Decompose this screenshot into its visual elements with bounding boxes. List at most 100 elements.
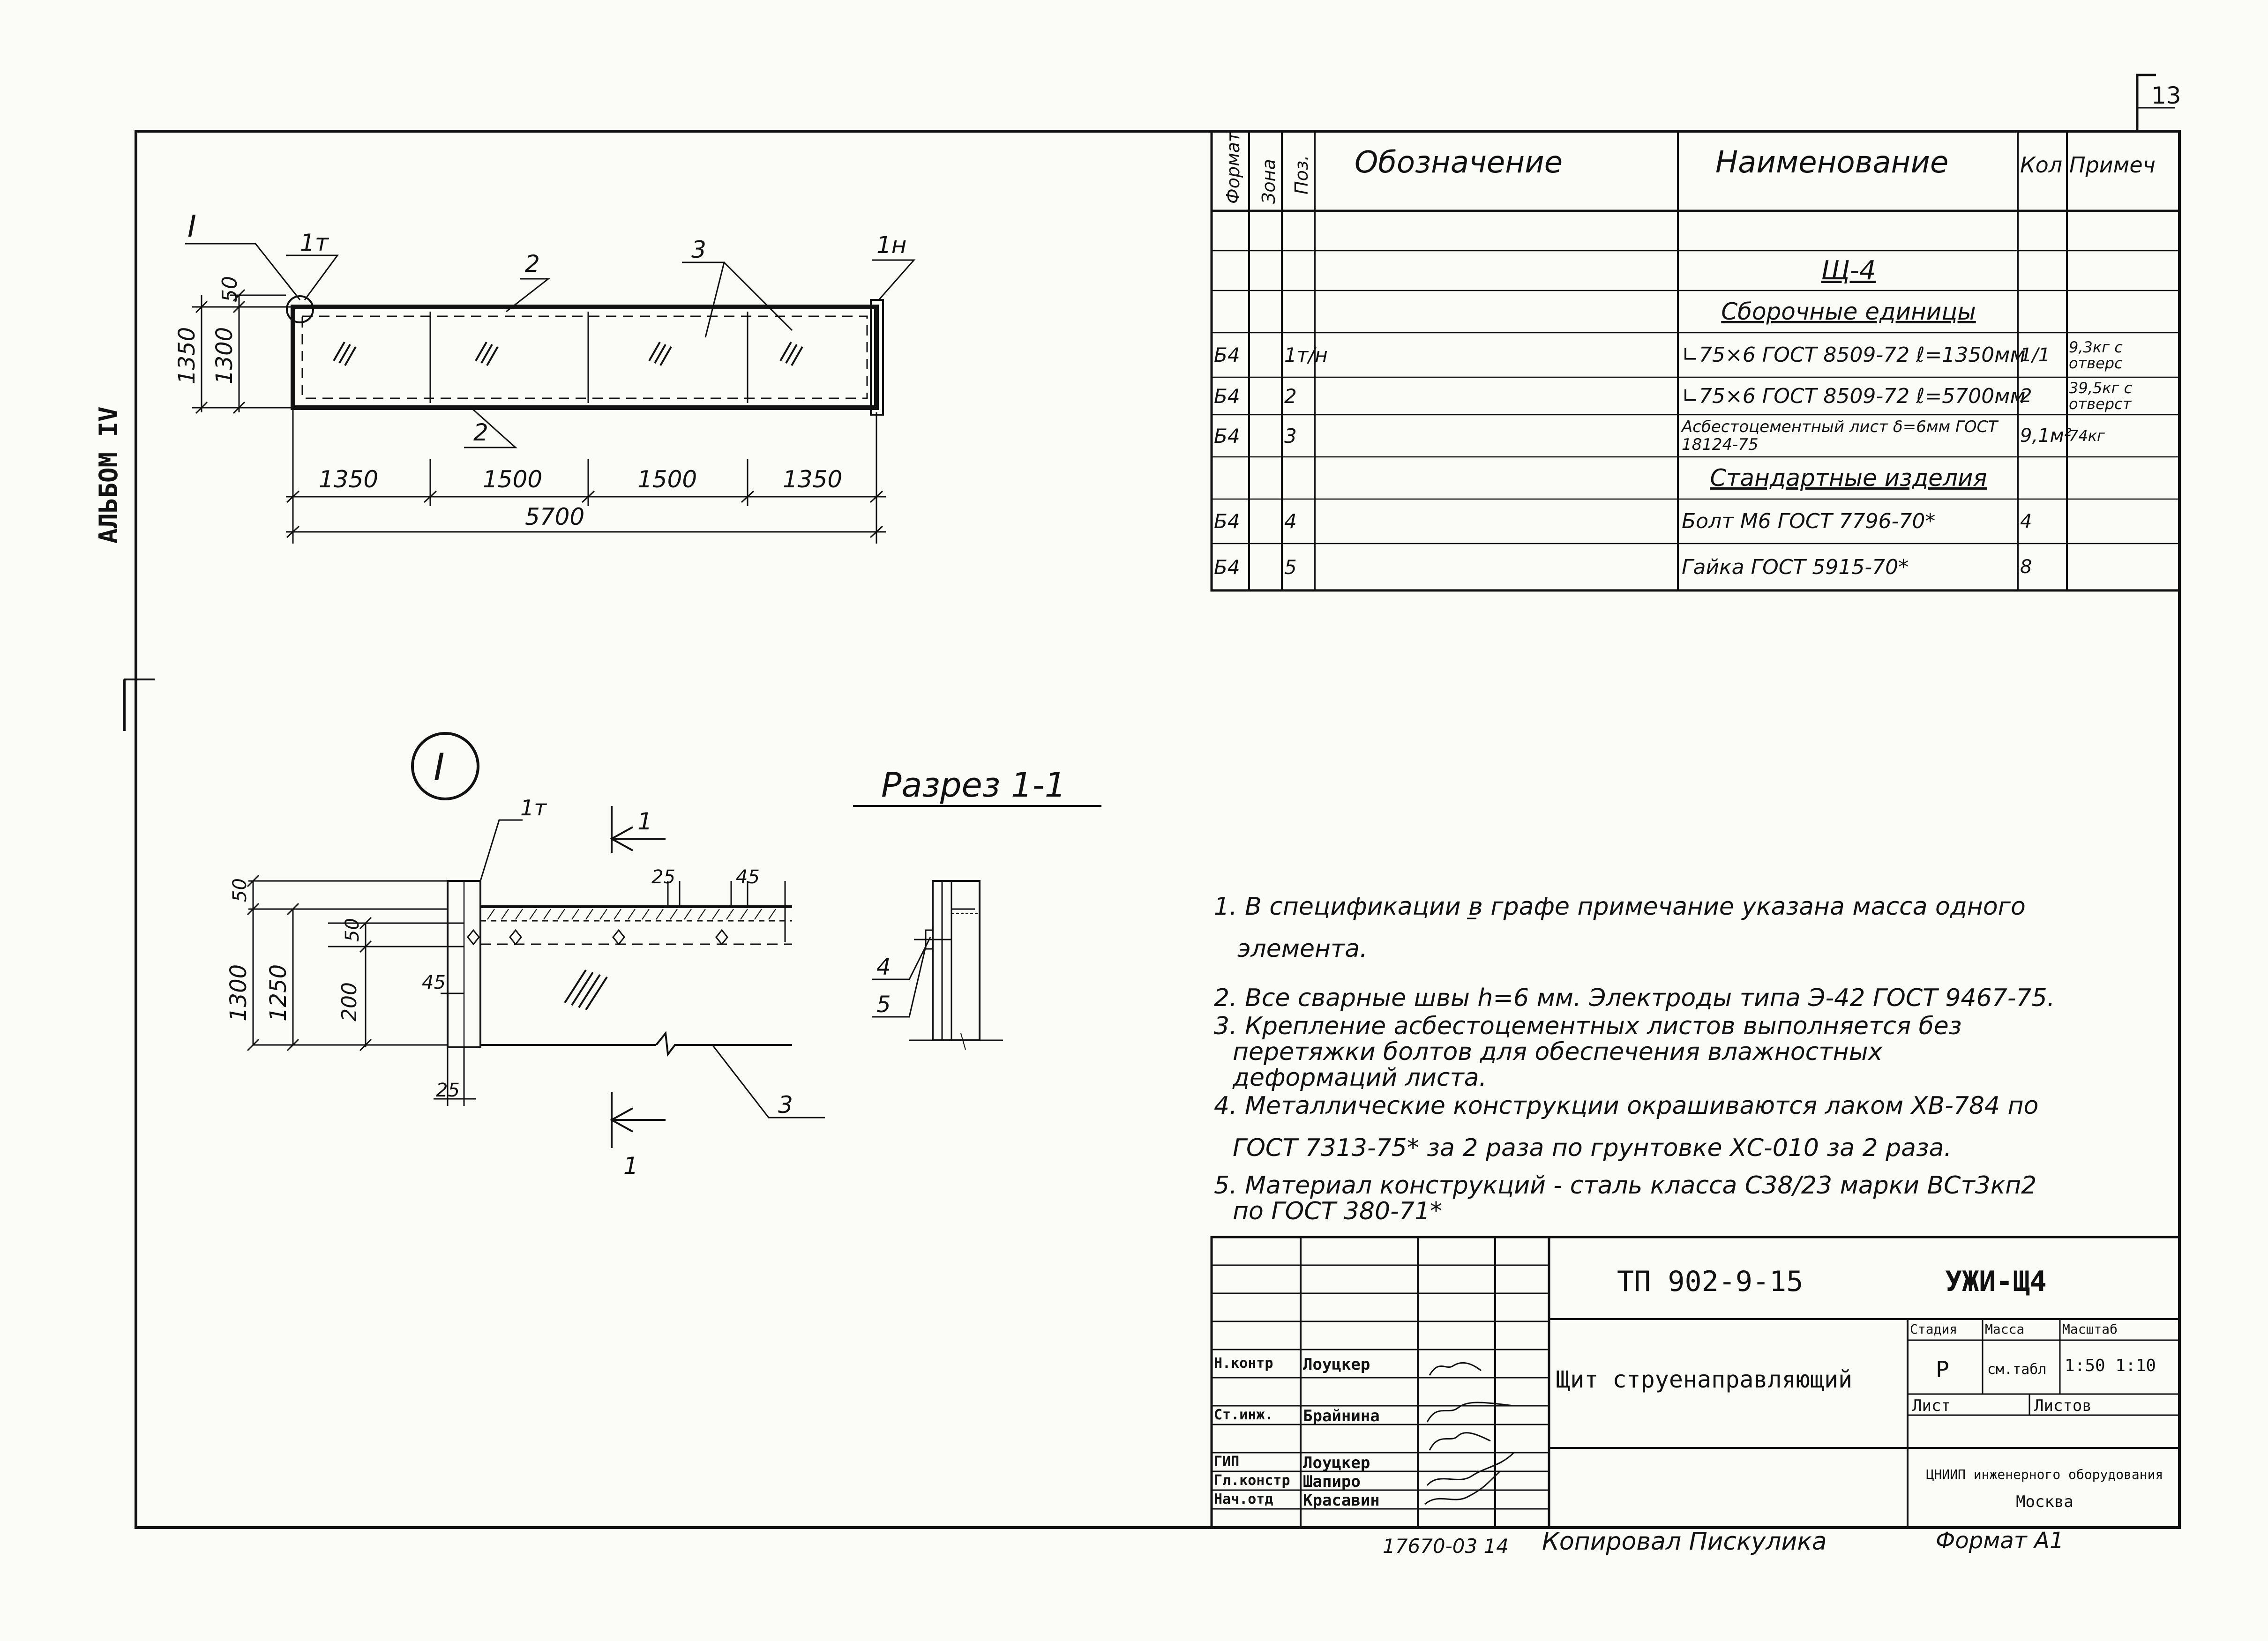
stage-value: Р [1936,1357,1949,1383]
spec-header-format: Формат [1223,131,1243,204]
cut-label-top: 1 [637,808,652,835]
spec-header-pos-cell: Поз. [1282,134,1315,209]
spec-cell-pos: 2 [1284,384,1297,408]
signature-role: Ст.инж. [1214,1407,1273,1423]
spec-cell-pos [1284,457,1313,499]
spec-cell-qty [2020,291,2065,333]
sheet-code: УЖИ-Щ4 [1945,1265,2047,1298]
plan-mark-1n: 1н [876,231,907,259]
dim-detail-45-top: 45 [736,866,760,888]
spec-cell-note [2069,291,2178,333]
spec-cell-qty: 2 [2020,385,2032,407]
signature-name: Шапиро [1303,1472,1361,1491]
signature-name: Брайнина [1303,1407,1380,1425]
spec-cell-name: ∟75×6 ГОСТ 8509-72 ℓ=5700мм [1682,384,2026,408]
spec-header-zone: Зона [1258,159,1279,204]
dim-plan-50: 50 [218,276,242,302]
spec-cell-name: Гайка ГОСТ 5915-70* [1682,555,1909,579]
signature-role: Гл.констр [1214,1472,1290,1489]
mass-header: Масса [1985,1321,2025,1337]
footer-doc-number: 17670-03 14 [1383,1535,1509,1558]
spec-cell-name: Асбестоцементный лист δ=6мм ГОСТ 18124-7… [1682,418,1998,454]
detail-mark-3: 3 [778,1091,793,1119]
spec-cell-note: 39,5кг с отверст [2069,379,2133,413]
note-line-3: 2. Все сварные швы h=6 мм. Электроды тип… [1214,984,2055,1012]
dim-detail-200: 200 [337,982,361,1022]
spec-header-name: Наименование [1715,145,1949,180]
spec-cell-name [1682,211,2015,251]
spec-cell-format: Б4 [1214,424,1240,448]
plan-callout-I: I [187,209,196,244]
dim-plan-1350-b: 1350 [783,466,842,493]
footer-copied-by: Копировал Пискулика [1542,1528,1827,1556]
spec-cell-qty: 9,1м² [2020,425,2072,447]
signature-role: Н.контр [1214,1355,1273,1372]
dim-plan-1350-v: 1350 [174,327,200,384]
album-label: АЛЬБОМ IV [94,406,123,544]
note-line-10: по ГОСТ 380-71* [1233,1197,1443,1225]
spec-cell-qty [2020,211,2065,251]
detail-circle-label: I [434,746,445,789]
plan-mark-3: 3 [691,236,706,263]
sheet-label: Лист [1912,1396,1951,1415]
dim-detail-45-left: 45 [422,972,446,993]
dim-detail-50-b: 50 [342,918,363,942]
spec-cell-qty [2020,457,2065,499]
dim-plan-1500-b: 1500 [637,466,697,493]
organization-city: Москва [2016,1492,2073,1511]
spec-cell-note: 74кг [2069,427,2105,445]
spec-cell-format: Б4 [1214,343,1240,366]
note-line-5: перетяжки болтов для обеспечения влажнос… [1233,1038,1883,1066]
spec-cell-name: Стандартные изделия [1710,464,1987,492]
scale-header: Масштаб [2062,1321,2118,1337]
stage-header: Стадия [1910,1321,1958,1337]
drawing-title: Щит струенаправляющий [1556,1366,1853,1393]
section-mark-5: 5 [876,992,891,1018]
spec-cell-name: Щ-4 [1821,255,1876,286]
dim-detail-1250: 1250 [265,964,292,1022]
spec-cell-format: Б4 [1214,555,1240,579]
spec-cell-note [2069,499,2178,544]
dim-detail-25-bottom: 25 [436,1080,460,1101]
spec-cell-format [1214,211,1248,251]
spec-cell-note [2069,211,2178,251]
signature-role: ГИП [1214,1454,1240,1470]
plan-mark-2-top: 2 [525,250,540,277]
spec-cell-pos: 1т/н [1284,343,1328,366]
signature-name: Красавин [1303,1491,1380,1510]
note-line-1: 1. В спецификации в графе примечание ука… [1214,893,2026,921]
spec-cell-note [2069,457,2178,499]
spec-header-zone-cell: Зона [1249,134,1282,209]
spec-cell-qty [2020,251,2065,291]
spec-cell-format [1214,457,1248,499]
spec-header-format-cell: Формат [1212,131,1249,209]
dim-plan-1350-a: 1350 [319,466,378,493]
dim-detail-25-top: 25 [651,866,675,888]
scale-value: 1:50 1:10 [2065,1356,2156,1375]
spec-header-note: Примеч [2069,152,2156,178]
section-mark-4: 4 [876,954,891,980]
note-line-8: ГОСТ 7313-75* за 2 раза по грунтовке ХС-… [1233,1134,1952,1162]
spec-cell-pos: 4 [1284,510,1297,533]
organization: ЦНИИП инженерного оборудования [1926,1467,2163,1482]
spec-header-pos: Поз. [1291,155,1312,194]
dim-detail-1300: 1300 [225,964,252,1022]
spec-header-qty: Кол [2020,152,2063,178]
spec-cell-format [1214,291,1248,333]
spec-cell-qty: 8 [2020,556,2032,578]
plan-mark-2-bottom: 2 [473,419,488,446]
signature-name: Лоуцкер [1303,1355,1370,1374]
dim-plan-1300-v: 1300 [211,327,238,384]
spec-cell-pos [1284,251,1313,291]
detail-mark-1t: 1т [520,795,547,820]
note-line-7: 4. Металлические конструкции окрашиваютс… [1214,1092,2039,1120]
note-line-4: 3. Крепление асбестоцементных листов вып… [1214,1012,1962,1040]
spec-cell-qty: 1/1 [2020,344,2051,366]
spec-cell-format: Б4 [1214,384,1240,408]
spec-cell-pos: 5 [1284,555,1297,579]
spec-cell-name: ∟75×6 ГОСТ 8509-72 ℓ=1350мм [1682,343,2026,367]
dim-plan-1500-a: 1500 [483,466,542,493]
note-line-2: элемента. [1237,935,1368,963]
